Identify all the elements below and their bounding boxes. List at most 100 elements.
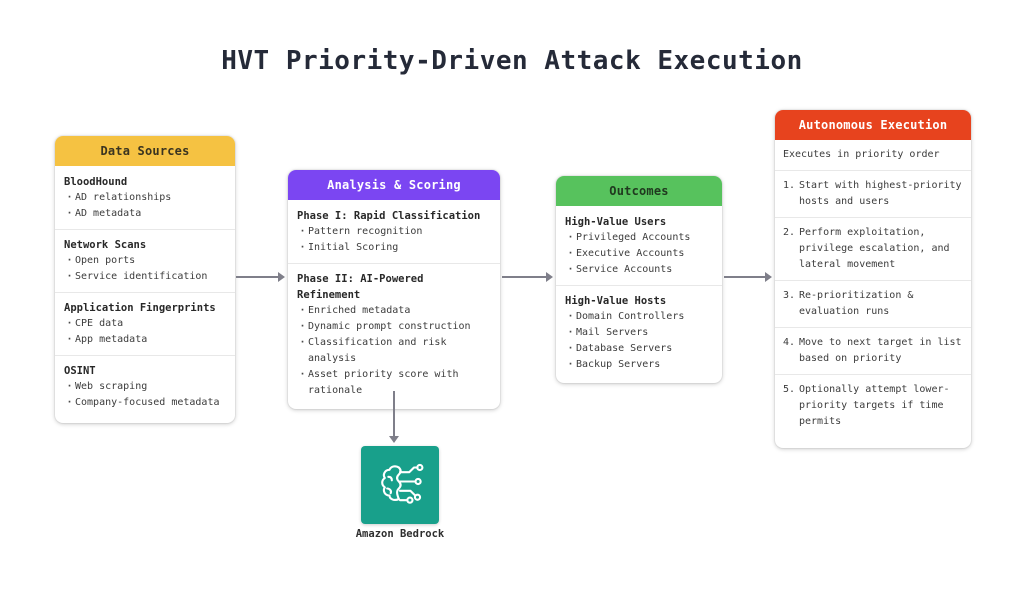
step-text: Move to next target in list based on pri… — [799, 337, 962, 364]
bullet-dot-icon — [565, 341, 576, 357]
list-item: Database Servers — [565, 341, 713, 357]
list-item: Service identification — [64, 269, 226, 285]
list-item-text: Backup Servers — [576, 359, 661, 370]
list-item-text: CPE data — [75, 318, 124, 329]
section-heading: Application Fingerprints — [64, 302, 216, 314]
list-item-text: AD relationships — [75, 192, 172, 203]
step-number: 5. — [783, 384, 796, 395]
bullet-dot-icon — [565, 246, 576, 262]
list-item: AD metadata — [64, 206, 226, 222]
list-item: Asset priority score with rationale — [297, 367, 491, 399]
list-item: Web scraping — [64, 379, 226, 395]
autonomous-execution-body: Executes in priority order 1. Start with… — [775, 140, 971, 437]
step-text: Perform exploitation, privilege escalati… — [799, 227, 950, 270]
section-heading: Phase I: Rapid Classification — [297, 210, 481, 222]
section-application-fingerprints: Application Fingerprints CPE data App me… — [64, 300, 226, 348]
bullet-dot-icon — [64, 190, 75, 206]
section-high-value-hosts: High-Value Hosts Domain Controllers Mail… — [565, 293, 713, 373]
list-item-text: Pattern recognition — [308, 226, 423, 237]
list-item: Executive Accounts — [565, 246, 713, 262]
bullet-dot-icon — [297, 335, 308, 367]
list-item: Mail Servers — [565, 325, 713, 341]
list-item: Domain Controllers — [565, 309, 713, 325]
outcomes-body: High-Value Users Privileged Accounts Exe… — [556, 206, 722, 383]
bullet-dot-icon — [565, 357, 576, 373]
list-item: Privileged Accounts — [565, 230, 713, 246]
execution-step: 5. Optionally attempt lower-priority tar… — [775, 375, 971, 437]
section-heading: Network Scans — [64, 239, 147, 251]
list-item-text: Domain Controllers — [576, 311, 685, 322]
execution-intro: Executes in priority order — [783, 149, 940, 160]
execution-step: 2. Perform exploitation, privilege escal… — [775, 218, 971, 280]
section-heading: High-Value Hosts — [565, 295, 667, 307]
brain-circuit-icon — [381, 463, 424, 504]
arrow-outcomes-to-execution — [724, 272, 772, 282]
bullet-dot-icon — [297, 319, 308, 335]
section-divider — [55, 292, 235, 293]
data-sources-card: Data Sources BloodHound AD relationships… — [55, 136, 235, 423]
list-item: Classification and risk analysis — [297, 335, 491, 367]
step-number: 3. — [783, 290, 796, 301]
list-item: Backup Servers — [565, 357, 713, 373]
amazon-bedrock-label: Amazon Bedrock — [355, 528, 445, 540]
list-item-text: Enriched metadata — [308, 305, 411, 316]
list-item: Open ports — [64, 253, 226, 269]
list-item-text: Open ports — [75, 255, 136, 266]
page-title: HVT Priority-Driven Attack Execution — [221, 46, 803, 76]
bullet-dot-icon — [565, 309, 576, 325]
analysis-scoring-body: Phase I: Rapid Classification Pattern re… — [288, 200, 500, 409]
section-osint: OSINT Web scraping Company-focused metad… — [64, 363, 226, 411]
outcomes-card: Outcomes High-Value Users Privileged Acc… — [556, 176, 722, 383]
list-item-text: Initial Scoring — [308, 242, 399, 253]
bullet-dot-icon — [297, 303, 308, 319]
bullet-dot-icon — [565, 262, 576, 278]
outcomes-header: Outcomes — [556, 176, 722, 206]
bullet-dot-icon — [297, 240, 308, 256]
step-text: Optionally attempt lower-priority target… — [799, 384, 950, 427]
section-bloodhound: BloodHound AD relationships AD metadata — [64, 174, 226, 222]
list-item-text: Classification and risk analysis — [308, 337, 447, 364]
data-sources-body: BloodHound AD relationships AD metadata … — [55, 166, 235, 421]
arrow-analysis-to-bedrock — [389, 391, 399, 443]
bullet-dot-icon — [64, 332, 75, 348]
section-heading: Phase II: AI-Powered Refinement — [297, 273, 424, 301]
arrow-data-to-analysis — [236, 272, 285, 282]
list-item-text: Privileged Accounts — [576, 232, 691, 243]
autonomous-execution-header: Autonomous Execution — [775, 110, 971, 140]
section-divider — [775, 280, 971, 281]
list-item-text: Asset priority score with rationale — [308, 369, 459, 396]
list-item: Service Accounts — [565, 262, 713, 278]
list-item: Initial Scoring — [297, 240, 491, 256]
bullet-dot-icon — [64, 206, 75, 222]
list-item-text: Mail Servers — [576, 327, 649, 338]
bullet-dot-icon — [64, 253, 75, 269]
autonomous-execution-card: Autonomous Execution Executes in priorit… — [775, 110, 971, 448]
list-item-text: Service Accounts — [576, 264, 673, 275]
arrow-analysis-to-outcomes — [502, 272, 553, 282]
data-sources-header: Data Sources — [55, 136, 235, 166]
analysis-scoring-card: Analysis & Scoring Phase I: Rapid Classi… — [288, 170, 500, 409]
section-divider — [288, 263, 500, 264]
step-number: 1. — [783, 180, 796, 191]
step-number: 2. — [783, 227, 796, 238]
section-divider — [55, 229, 235, 230]
bullet-dot-icon — [565, 230, 576, 246]
bullet-dot-icon — [297, 224, 308, 240]
bullet-dot-icon — [64, 395, 75, 411]
list-item: Enriched metadata — [297, 303, 491, 319]
list-item: App metadata — [64, 332, 226, 348]
section-divider — [775, 374, 971, 375]
section-heading: OSINT — [64, 365, 96, 377]
list-item-text: Company-focused metadata — [75, 397, 220, 408]
bullet-dot-icon — [64, 269, 75, 285]
list-item: CPE data — [64, 316, 226, 332]
step-number: 4. — [783, 337, 796, 348]
execution-step: 3. Re-prioritization & evaluation runs — [775, 281, 971, 327]
list-item-text: App metadata — [75, 334, 148, 345]
section-divider — [775, 327, 971, 328]
list-item: AD relationships — [64, 190, 226, 206]
bullet-dot-icon — [64, 316, 75, 332]
execution-step: 1. Start with highest-priority hosts and… — [775, 171, 971, 217]
list-item-text: Dynamic prompt construction — [308, 321, 471, 332]
bullet-dot-icon — [565, 325, 576, 341]
